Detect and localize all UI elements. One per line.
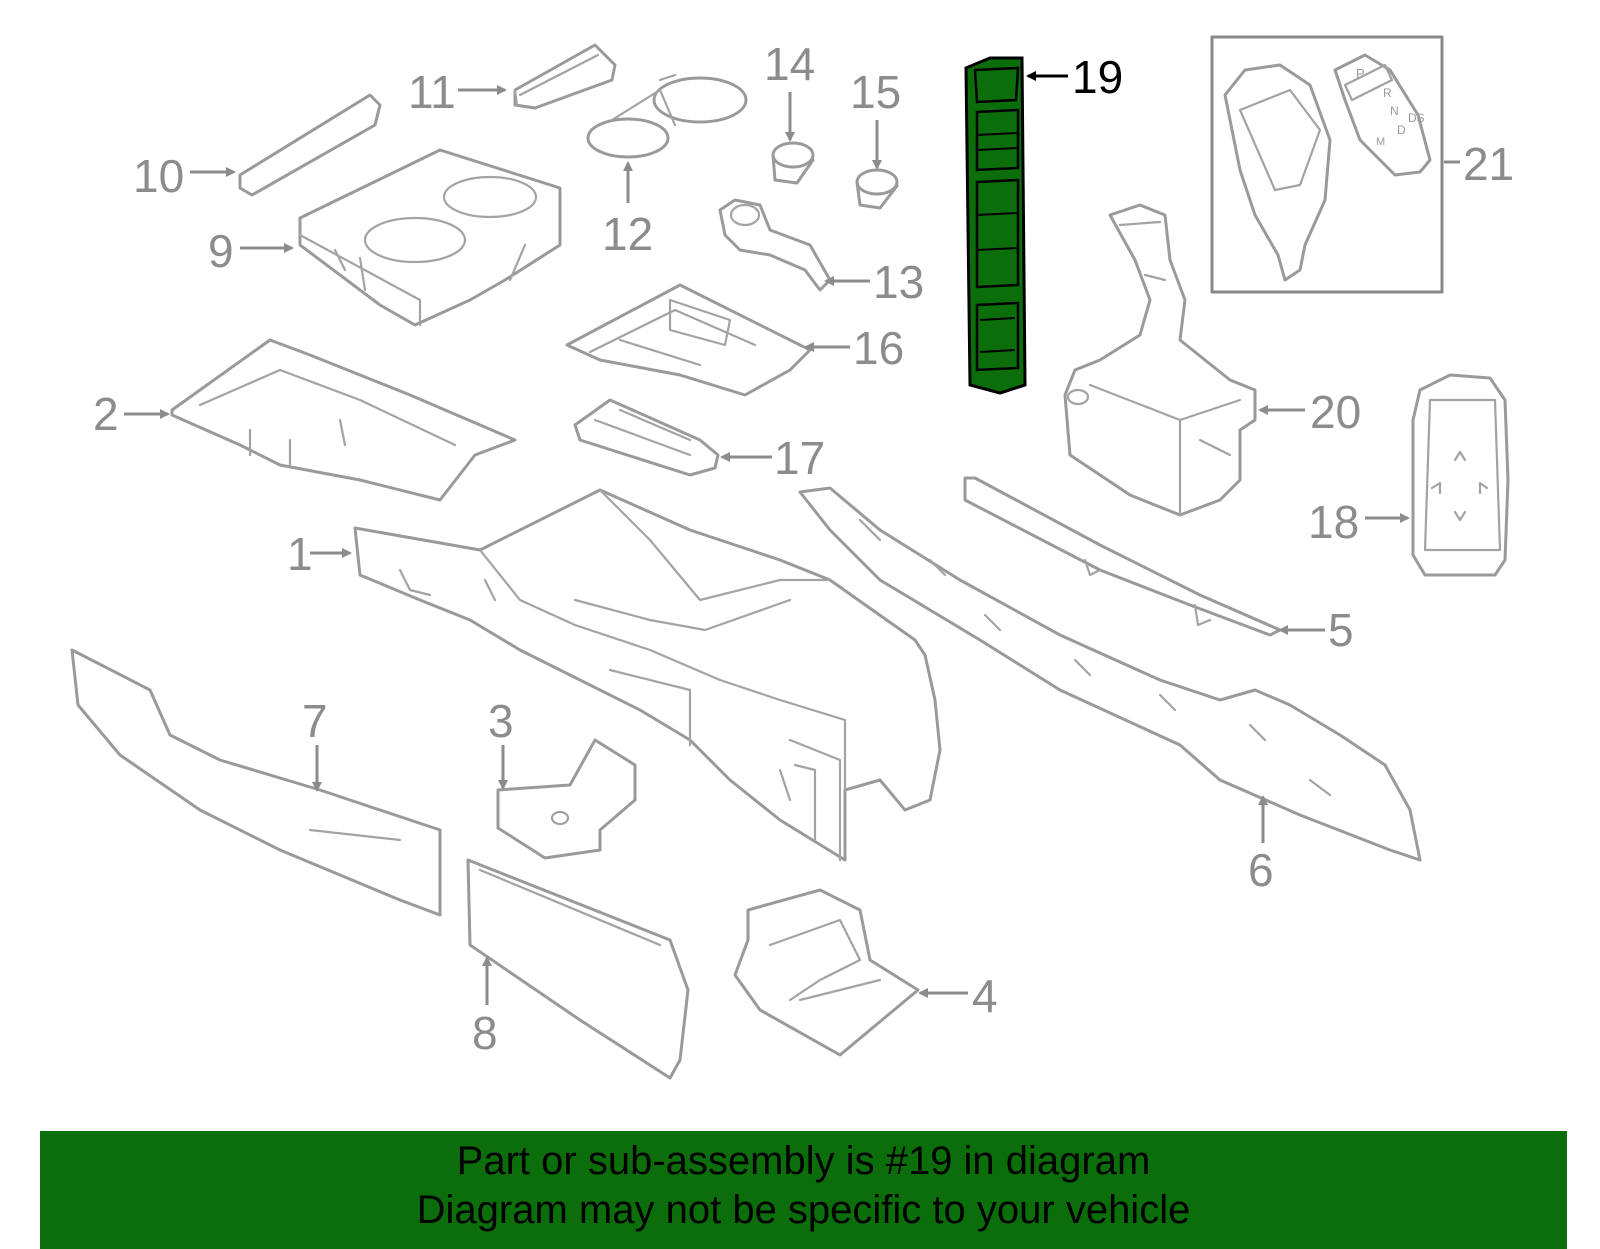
callout-11: 11: [408, 66, 456, 118]
part-10-trim-strip[interactable]: [238, 93, 382, 197]
callout-13: 13: [873, 256, 924, 308]
part-19-switch-panel[interactable]: [964, 56, 1027, 395]
callout-21: 21: [1463, 138, 1514, 190]
info-banner: Part or sub-assembly is #19 in diagram D…: [40, 1131, 1567, 1249]
callout-labels: 1 2 3 4 5 6 7 8 9 10 11 12 13 14 15 16 1…: [93, 38, 1514, 1059]
callout-10: 10: [133, 150, 184, 202]
callout-7: 7: [302, 695, 328, 747]
gear-label-ds: DS: [1408, 111, 1425, 125]
callout-5: 5: [1328, 604, 1354, 656]
callout-2: 2: [93, 388, 119, 440]
part-8-front-panel[interactable]: [466, 858, 690, 1080]
part-5-trim-rail[interactable]: [963, 476, 1282, 637]
part-18-controller[interactable]: [1411, 373, 1510, 577]
part-20-shifter[interactable]: [1063, 203, 1257, 517]
callout-14: 14: [764, 38, 815, 90]
part-1-console-carrier[interactable]: [353, 488, 942, 862]
callout-6: 6: [1248, 844, 1274, 896]
callout-20: 20: [1310, 386, 1361, 438]
part-15-clip[interactable]: [855, 168, 899, 210]
part-16-trim-panel[interactable]: [565, 283, 812, 397]
banner-line-disclaimer: Diagram may not be specific to your vehi…: [416, 1188, 1191, 1232]
gear-label-r: R: [1383, 86, 1392, 100]
part-3-bracket[interactable]: [496, 738, 637, 860]
callout-1: 1: [287, 528, 313, 580]
callout-12: 12: [602, 208, 653, 260]
callout-18: 18: [1308, 496, 1359, 548]
gear-label-d: D: [1397, 123, 1406, 137]
gear-label-n: N: [1390, 104, 1399, 118]
callout-16: 16: [853, 322, 904, 374]
callout-17: 17: [774, 432, 825, 484]
gear-label-p: P: [1356, 66, 1365, 81]
callout-4: 4: [972, 970, 998, 1022]
part-14-clip[interactable]: [771, 141, 815, 185]
part-17-shifter-trim[interactable]: [573, 398, 720, 477]
callout-3: 3: [488, 695, 514, 747]
callout-9: 9: [208, 225, 234, 277]
part-11-tray[interactable]: [513, 43, 617, 110]
part-2-console-base[interactable]: [170, 338, 517, 502]
part-9-cup-holder-housing[interactable]: [298, 148, 562, 327]
callout-arrows: [124, 71, 1460, 1005]
part-7-side-trim[interactable]: [70, 648, 442, 917]
part-12-cup-holder-ring[interactable]: [586, 73, 748, 159]
callout-8: 8: [472, 1007, 498, 1059]
callout-15: 15: [850, 66, 901, 118]
banner-line-part: Part or sub-assembly is #19 in diagram: [456, 1139, 1151, 1183]
part-6-long-trim[interactable]: [798, 486, 1422, 862]
part-4-storage-tray[interactable]: [733, 888, 920, 1057]
callout-19: 19: [1072, 51, 1123, 103]
part-13-bracket[interactable]: [718, 198, 832, 292]
gear-label-m: M: [1376, 136, 1385, 148]
part-21-shift-knob-inset[interactable]: P R N D M DS: [1210, 35, 1444, 294]
